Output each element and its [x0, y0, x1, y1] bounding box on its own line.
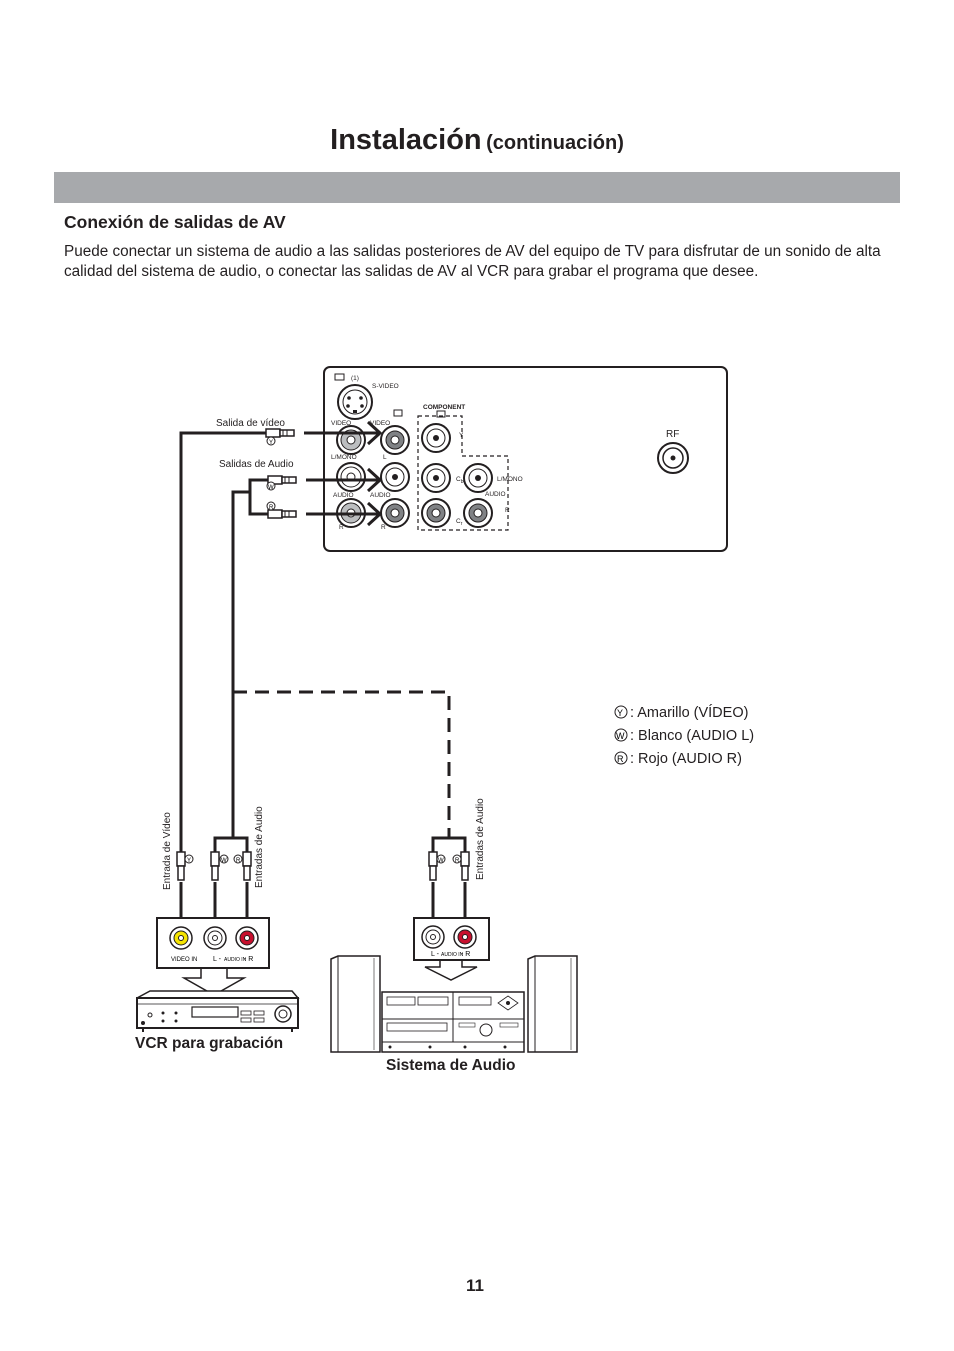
audio-system-device [330, 955, 578, 1053]
component-jacks [421, 423, 493, 528]
audio-sys-l-text: L - [431, 951, 440, 958]
component-group-outline [417, 415, 509, 531]
cables [179, 431, 467, 855]
left-speaker [330, 955, 381, 1053]
vcr-label: VCR para grabación [135, 1035, 283, 1052]
plug-letter-r1: R [269, 505, 274, 511]
plug-letter-y2: Y [187, 858, 191, 864]
svideo-label: S-VIDEO [372, 383, 399, 390]
vcr-plugs: Y W R [176, 851, 252, 881]
legend-white-text: : Blanco (AUDIO L) [630, 728, 754, 744]
av-in-lmono-label: L/MONO [331, 454, 357, 461]
color-legend: Y : Amarillo (VÍDEO) W : Blanco (AUDIO L… [614, 704, 754, 767]
section-heading: Conexión de salidas de AV [64, 212, 286, 232]
legend-white-icon [614, 728, 628, 742]
svideo-number: (1) [351, 375, 359, 382]
av-input-jacks [336, 425, 366, 528]
right-speaker [527, 955, 578, 1053]
component-r-label: R [505, 507, 510, 514]
page-title: Instalación (continuación) [0, 124, 954, 157]
component-label: COMPONENT [423, 404, 465, 411]
video-out-plug [265, 428, 295, 438]
component-y-label: Y [459, 432, 464, 439]
title-sub: (continuación) [486, 132, 624, 154]
audio-system-plugs: W R [428, 851, 470, 881]
vcr-l-text: L - [213, 956, 222, 963]
av-in-r-label: R [339, 524, 344, 531]
plug-letter-w2: W [221, 858, 227, 864]
av-out-l-label: L [383, 454, 387, 461]
legend-white-letter: W [616, 731, 625, 741]
av-out-video-label: VIDEO [370, 420, 390, 427]
audio-system-label: Sistema de Audio [386, 1057, 515, 1074]
audio-system-in-label: Entradas de Audio [475, 798, 486, 880]
vcr-device [136, 990, 300, 1032]
tv-arrows [304, 420, 383, 527]
video-out-label: Salida de vídeo [216, 418, 285, 429]
audio-out-plug-r [267, 509, 297, 519]
vcr-audio-branch [213, 692, 249, 855]
legend-red-icon [614, 751, 628, 765]
legend-yellow-text: : Amarillo (VÍDEO) [630, 704, 748, 721]
component-cb-label: Cb [456, 476, 464, 485]
plug-letter-w3: W [438, 858, 444, 864]
legend-yellow-letter: Y [617, 708, 623, 718]
av-out-r-label: R [381, 524, 386, 531]
plug-letter-r3: R [455, 858, 460, 864]
intro-paragraph: Puede conectar un sistema de audio a las… [64, 243, 881, 280]
av-in-video-label: VIDEO [331, 420, 351, 427]
vcr-audio-in-text: AUDIO IN [224, 957, 247, 963]
component-audio-label: AUDIO [485, 491, 506, 498]
legend-yellow-icon [614, 705, 628, 719]
audio-sys-audio-in-text: AUDIO IN [441, 952, 464, 958]
vcr-video-in-label: Entrada de Vídeo [162, 812, 173, 890]
av-out-audio-label: AUDIO [370, 492, 391, 499]
header-bar [54, 172, 900, 203]
av-output-jacks [380, 425, 410, 528]
tv-side-plugs: Y W R [265, 428, 297, 519]
audio-out-label: Salidas de Audio [219, 459, 294, 470]
vcr-audio-in-label: Entradas de Audio [254, 806, 265, 888]
audio-system-cable [233, 690, 451, 838]
rf-label: RF [666, 429, 679, 440]
tv-rear-panel: (1) S-VIDEO VIDEO VIDEO L/MONO L AUDIO A… [323, 366, 728, 552]
component-icon [436, 410, 446, 418]
output-icon [393, 409, 403, 417]
legend-red-text: : Rojo (AUDIO R) [630, 751, 742, 767]
vcr-r-text: - R [244, 956, 253, 963]
legend-red-letter: R [617, 754, 624, 764]
audio-system-rear-panel: L - AUDIO IN - R [413, 917, 490, 961]
av-in-audio-label: AUDIO [333, 492, 354, 499]
component-lmono-label: L/MONO [497, 476, 523, 483]
vcr-video-in-text: VIDEO IN [171, 957, 197, 963]
audio-system-branch [431, 836, 467, 855]
audio-system-down-arrow [424, 961, 478, 981]
page-number: 11 [466, 1276, 484, 1295]
plug-letter-r2: R [236, 858, 241, 864]
component-cr-label: Cr [456, 518, 463, 527]
plug-letter-y1: Y [269, 440, 273, 446]
input-icon [334, 373, 345, 381]
title-main: Instalación [330, 124, 482, 156]
audio-sys-r-text: - R [461, 951, 470, 958]
plug-letter-w1: W [268, 485, 274, 491]
video-cable [179, 431, 294, 855]
vcr-rear-panel: VIDEO IN L - AUDIO IN - R [156, 917, 270, 969]
